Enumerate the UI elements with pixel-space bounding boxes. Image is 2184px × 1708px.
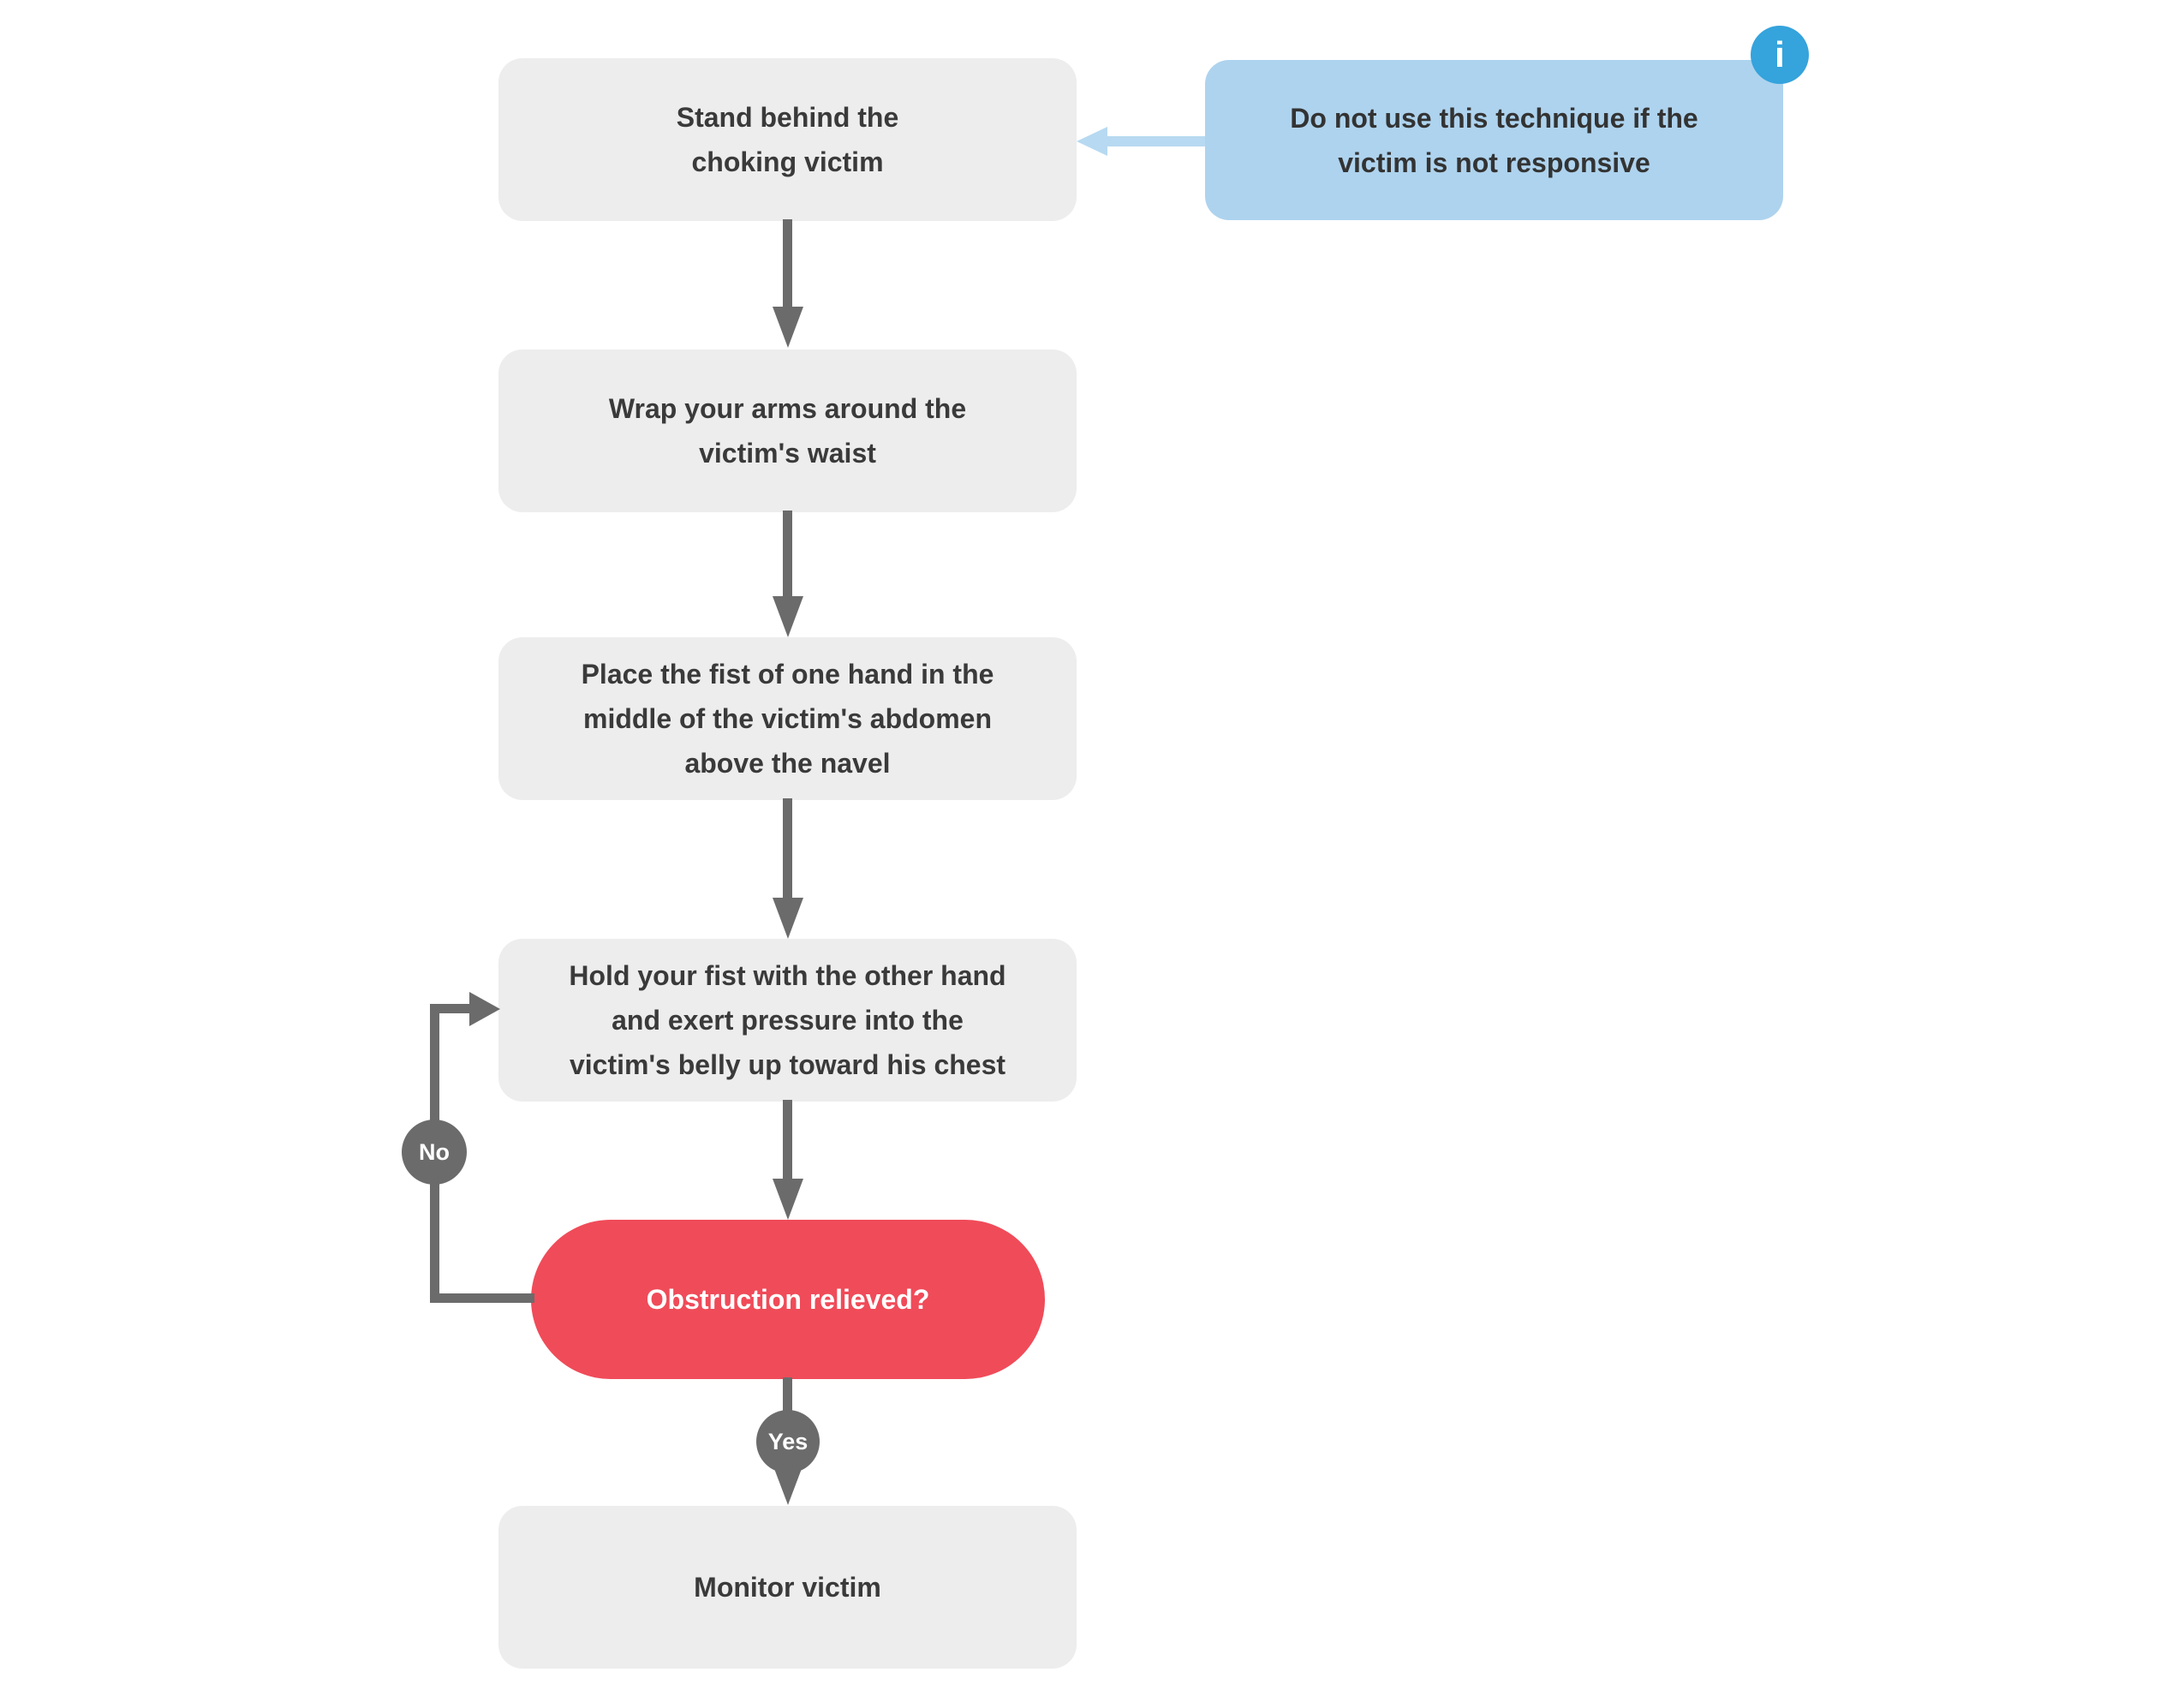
arrow-hold-to-decision-head-icon [773,1179,803,1220]
node-hold-fist-exert-pressure: Hold your fist with the other hand and e… [498,939,1077,1102]
arrow-place-to-hold-shaft [783,798,792,899]
arrow-hold-to-decision-shaft [783,1100,792,1180]
arrow-stand-to-wrap-shaft [783,219,792,310]
note-arrow-shaft [1105,136,1205,146]
node-monitor-victim: Monitor victim [498,1506,1077,1669]
note-arrow-left-icon [1077,127,1107,156]
no-loop-top-segment [430,1004,471,1013]
no-loop-bottom-segment [430,1293,534,1303]
node-stand-behind-victim: Stand behind the choking victim [498,58,1077,221]
arrow-decision-to-monitor-shaft [783,1377,792,1417]
note-do-not-use-technique: Do not use this technique if the victim … [1205,60,1783,220]
arrow-wrap-to-place-shaft [783,511,792,598]
info-icon: i [1751,26,1809,84]
arrow-place-to-hold-head-icon [773,898,803,939]
no-loop-arrowhead-icon [469,992,500,1026]
node-decision-obstruction-relieved: Obstruction relieved? [531,1220,1045,1379]
arrow-wrap-to-place-head-icon [773,596,803,637]
node-place-fist: Place the fist of one hand in the middle… [498,637,1077,800]
yes-edge-badge: Yes [756,1410,820,1473]
node-wrap-arms: Wrap your arms around the victim's waist [498,349,1077,512]
arrow-stand-to-wrap-head-icon [773,307,803,348]
no-edge-badge: No [402,1120,467,1185]
